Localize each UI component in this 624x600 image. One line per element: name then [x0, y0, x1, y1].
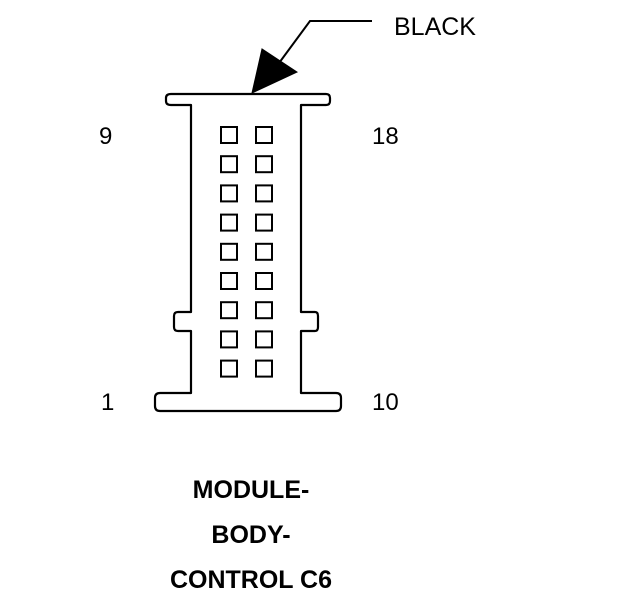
connector-color-label: BLACK	[394, 13, 476, 41]
pin-label-1: 1	[101, 389, 114, 416]
pin-label-10: 10	[372, 389, 399, 416]
color-callout: BLACK	[251, 13, 476, 94]
connector-body-outline	[153, 92, 343, 413]
title-line-1: MODULE-	[193, 476, 310, 504]
terminal-cavity	[255, 359, 273, 378]
title-line-2: BODY-	[211, 521, 290, 549]
terminal-cavity	[255, 126, 273, 144]
terminal-cavity	[255, 330, 273, 349]
terminal-cavity	[220, 301, 238, 320]
terminal-cavity	[255, 301, 273, 320]
callout-leader-line	[267, 20, 372, 79]
terminal-cavity	[220, 126, 238, 144]
terminal-cavity	[255, 213, 273, 232]
terminal-cavities	[220, 126, 273, 378]
terminal-cavity	[220, 184, 238, 203]
connector-title: MODULE- BODY- CONTROL C6	[170, 476, 332, 594]
pin-label-18: 18	[372, 123, 399, 150]
terminal-cavity	[220, 359, 238, 378]
pin-label-9: 9	[99, 123, 112, 150]
terminal-cavity	[220, 330, 238, 349]
title-line-3: CONTROL C6	[170, 566, 332, 594]
terminal-cavity	[220, 213, 238, 232]
terminal-cavity	[220, 242, 238, 261]
terminal-cavity	[255, 242, 273, 261]
terminal-cavity	[255, 272, 273, 290]
terminal-cavity	[255, 155, 273, 174]
terminal-cavity	[220, 272, 238, 290]
terminal-cavity	[220, 155, 238, 174]
terminal-cavity	[255, 184, 273, 203]
callout-arrowhead	[251, 48, 299, 94]
